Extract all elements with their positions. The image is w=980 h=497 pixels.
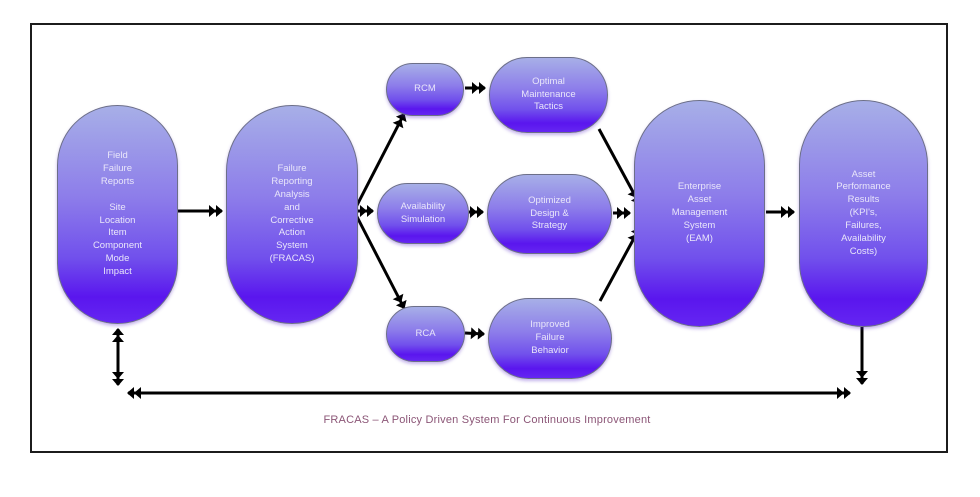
node-rca: RCA	[386, 306, 465, 362]
node-optimal-maintenance-tactics: Optimal Maintenance Tactics	[489, 57, 608, 133]
node-label: Asset Performance Results (KPI's, Failur…	[836, 168, 891, 257]
node-label: Optimal Maintenance Tactics	[521, 75, 576, 113]
node-asset-performance-results: Asset Performance Results (KPI's, Failur…	[799, 100, 928, 327]
diagram-caption: FRACAS – A Policy Driven System For Cont…	[323, 414, 651, 426]
node-availability-simulation: Availability Simulation	[377, 183, 469, 244]
node-label: Enterprise Asset Management System (EAM)	[671, 181, 728, 244]
node-label: Optimized Design & Strategy	[528, 194, 571, 232]
node-label: RCM	[414, 83, 436, 95]
node-label: Field Failure Reports Site Location Item…	[92, 150, 143, 277]
diagram-border	[30, 23, 948, 453]
node-fracas: Failure Reporting Analysis and Correctiv…	[226, 105, 358, 324]
node-field-failure-reports: Field Failure Reports Site Location Item…	[57, 105, 178, 324]
node-label: Availability Simulation	[400, 200, 446, 225]
node-label: Failure Reporting Analysis and Correctiv…	[269, 163, 315, 264]
node-rcm: RCM	[386, 63, 464, 116]
node-label: Improved Failure Behavior	[530, 319, 570, 356]
node-enterprise-asset-management: Enterprise Asset Management System (EAM)	[634, 100, 765, 327]
node-improved-failure-behavior: Improved Failure Behavior	[488, 298, 612, 379]
node-label: RCA	[415, 327, 436, 339]
node-optimized-design-strategy: Optimized Design & Strategy	[487, 174, 612, 254]
